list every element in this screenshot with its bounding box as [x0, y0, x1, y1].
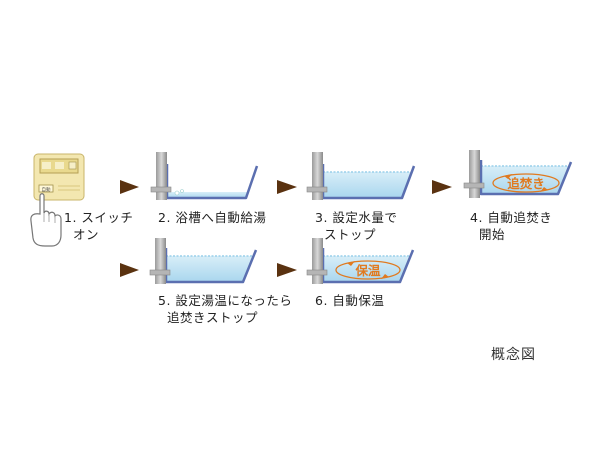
step-3-number: 3.: [315, 210, 328, 225]
step-1-number: 1.: [64, 210, 77, 225]
bathtub-keep-warm: 保温: [306, 238, 415, 284]
step-3-label: 3. 設定水量で ストップ: [315, 209, 397, 243]
panel-auto-button-label: 自動: [42, 186, 51, 193]
step-1-label: 1. スイッチ オン: [64, 209, 133, 243]
arrow-icon: [120, 263, 139, 277]
step-4-label: 4. 自動追焚き 開始: [470, 209, 552, 243]
step-2-label: 2. 浴槽へ自動給湯: [158, 209, 266, 226]
arrow-icon: [120, 180, 139, 194]
pipe-icon: [312, 152, 323, 200]
pipe-icon: [312, 238, 323, 284]
control-panel: 自動: [33, 153, 85, 201]
arrow-icon: [277, 180, 297, 194]
step-6-number: 6.: [315, 293, 328, 308]
step-5-text: 設定湯温になったら 追焚きストップ: [166, 293, 293, 325]
step-5-number: 5.: [158, 293, 171, 308]
arrow-icon: [432, 180, 452, 194]
step-2-text: 浴槽へ自動給湯: [175, 210, 267, 225]
reheat-badge: 追焚き: [507, 176, 545, 191]
panel-auto-button: [38, 184, 54, 193]
circulation-arrow-icon: [335, 260, 401, 280]
step-6-text: 自動保温: [332, 293, 385, 308]
pointing-hand-icon: [30, 193, 62, 247]
bathtub-full: [306, 152, 416, 200]
step-1-text: スイッチ オン: [72, 210, 134, 242]
step-6-label: 6. 自動保温: [315, 292, 384, 309]
pipe-icon: [156, 152, 167, 200]
step-4-text: 自動追焚き 開始: [478, 210, 553, 242]
step-3-text: 設定水量で ストップ: [323, 210, 398, 242]
pipe-icon: [469, 150, 480, 198]
step-4-number: 4.: [470, 210, 483, 225]
arrow-icon: [277, 263, 297, 277]
panel-small-button: [68, 161, 77, 170]
keep-warm-badge: 保温: [354, 263, 381, 278]
bathtub-filling: [150, 152, 259, 200]
bathtub-reheat-stop: [149, 238, 258, 284]
pipe-icon: [155, 238, 166, 284]
step-2-number: 2.: [158, 210, 171, 225]
step-5-label: 5. 設定湯温になったら 追焚きストップ: [158, 292, 292, 326]
diagram-caption: 概念図: [491, 347, 536, 363]
circulation-arrow-icon: [492, 173, 560, 193]
bathtub-reheat: 追焚き: [463, 150, 573, 198]
